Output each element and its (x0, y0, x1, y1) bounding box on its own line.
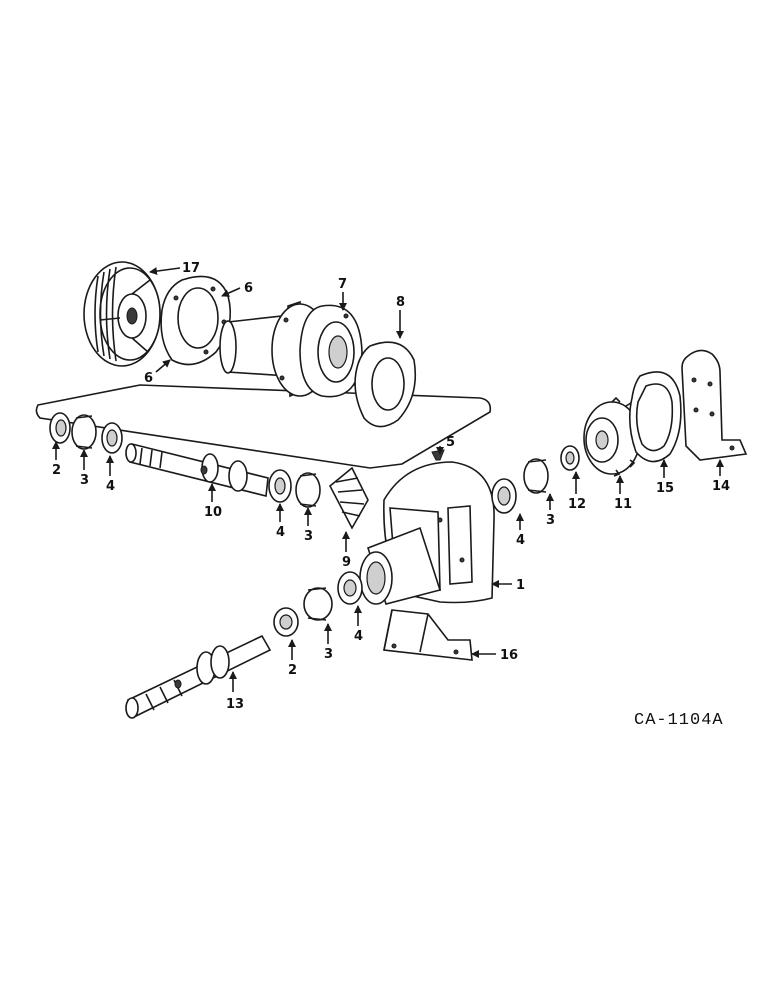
subassembly-outline (35, 384, 492, 469)
callout-5: 5 (446, 435, 455, 450)
callout-2-upper: 2 (52, 463, 61, 478)
gasket-15-part (628, 371, 682, 463)
shaft-13-part (125, 634, 272, 719)
cover-plate-14-part (681, 349, 748, 461)
callout-3-middle: 3 (304, 529, 313, 544)
drawing-code: CA-1104A (634, 711, 724, 730)
callout-3-upper-left: 3 (80, 473, 89, 488)
callout-12: 12 (568, 497, 586, 512)
callout-3-right: 3 (546, 513, 555, 528)
callout-10: 10 (204, 505, 222, 520)
callout-7: 7 (338, 277, 347, 292)
callout-11: 11 (614, 497, 632, 512)
callout-2-lower: 2 (288, 663, 297, 678)
callout-labels: 17 6 6 7 8 2 3 4 10 4 3 9 5 4 3 12 11 15… (52, 261, 730, 712)
bearing-stack-middle (268, 469, 321, 508)
gasket-8-part (354, 341, 417, 428)
gearbox-housing-part (359, 461, 495, 605)
bevel-gear-9-part (328, 466, 369, 530)
callout-13: 13 (226, 697, 244, 712)
pulley-part (83, 261, 161, 367)
shaft-10-part (125, 443, 269, 497)
callout-4-lower: 4 (354, 629, 363, 644)
plug-5-part (431, 449, 445, 461)
callout-4-middle: 4 (276, 525, 285, 540)
callout-16: 16 (500, 648, 518, 663)
flange-hub-part (219, 300, 363, 398)
callout-1: 1 (516, 578, 525, 593)
callout-9: 9 (342, 555, 351, 570)
callout-6-bottom: 6 (144, 371, 153, 386)
callout-4-upper-left: 4 (106, 479, 115, 494)
callout-8: 8 (396, 295, 405, 310)
bearing-stack-left (49, 412, 123, 454)
callout-6-top: 6 (244, 281, 253, 296)
callout-15: 15 (656, 481, 674, 496)
callout-3-lower: 3 (324, 647, 333, 662)
callout-4-right: 4 (516, 533, 525, 548)
bracket-16-part (383, 609, 473, 661)
callout-leaders (52, 267, 724, 692)
callout-14: 14 (712, 479, 730, 494)
bearing-stack-lower (273, 571, 363, 637)
bearing-stack-right (491, 445, 580, 514)
callout-17: 17 (182, 261, 200, 276)
